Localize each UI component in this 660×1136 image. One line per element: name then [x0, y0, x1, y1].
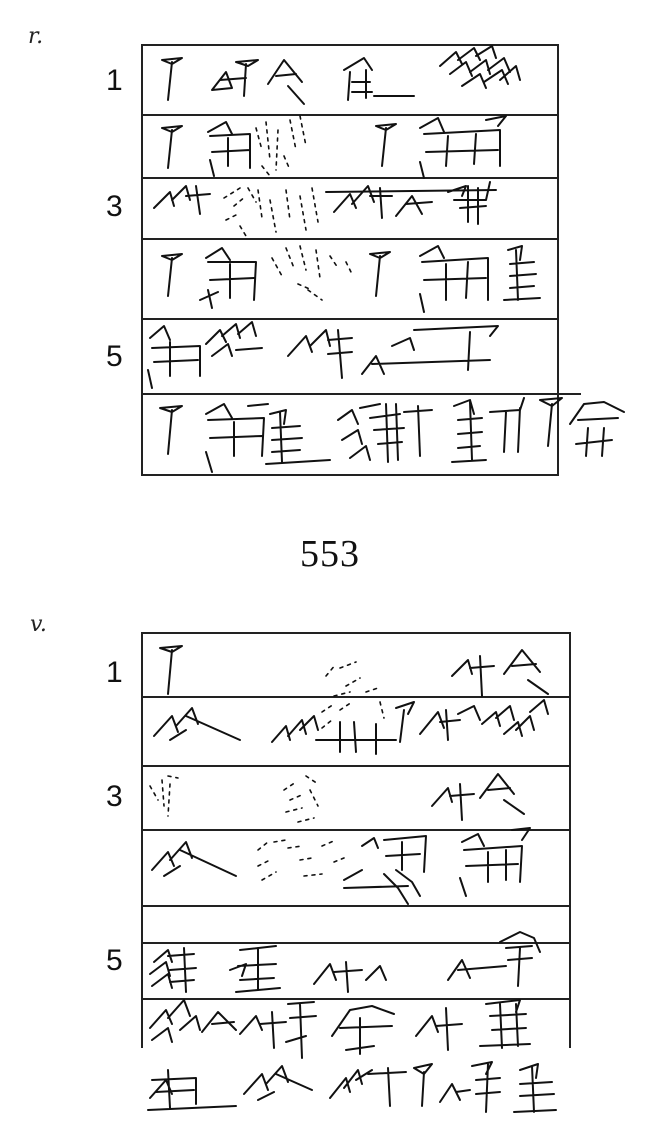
reverse-line-number-3: 3 [106, 780, 123, 813]
reverse-line-rule [141, 696, 571, 698]
obverse-line-number-1: 1 [106, 64, 123, 97]
reverse-line-rule [141, 998, 571, 1000]
page-number: 553 [300, 533, 360, 575]
reverse-tablet-frame [141, 632, 571, 1048]
reverse-line-number-1: 1 [106, 656, 123, 689]
obverse-line-rule [141, 238, 559, 240]
obverse-line-rule [141, 393, 581, 395]
reverse-side-label: v. [30, 612, 47, 637]
reverse-line-rule [141, 765, 571, 767]
reverse-line-rule [141, 905, 571, 907]
obverse-line-number-5: 5 [106, 340, 123, 373]
reverse-line-rule [141, 829, 571, 831]
obverse-line-rule [141, 318, 559, 320]
obverse-line-rule [141, 114, 559, 116]
obverse-tablet-frame [141, 44, 559, 476]
reverse-line-number-5: 5 [106, 944, 123, 977]
obverse-line-rule [141, 177, 559, 179]
reverse-line-rule [141, 942, 571, 944]
obverse-line-number-3: 3 [106, 190, 123, 223]
obverse-side-label: r. [28, 24, 44, 49]
